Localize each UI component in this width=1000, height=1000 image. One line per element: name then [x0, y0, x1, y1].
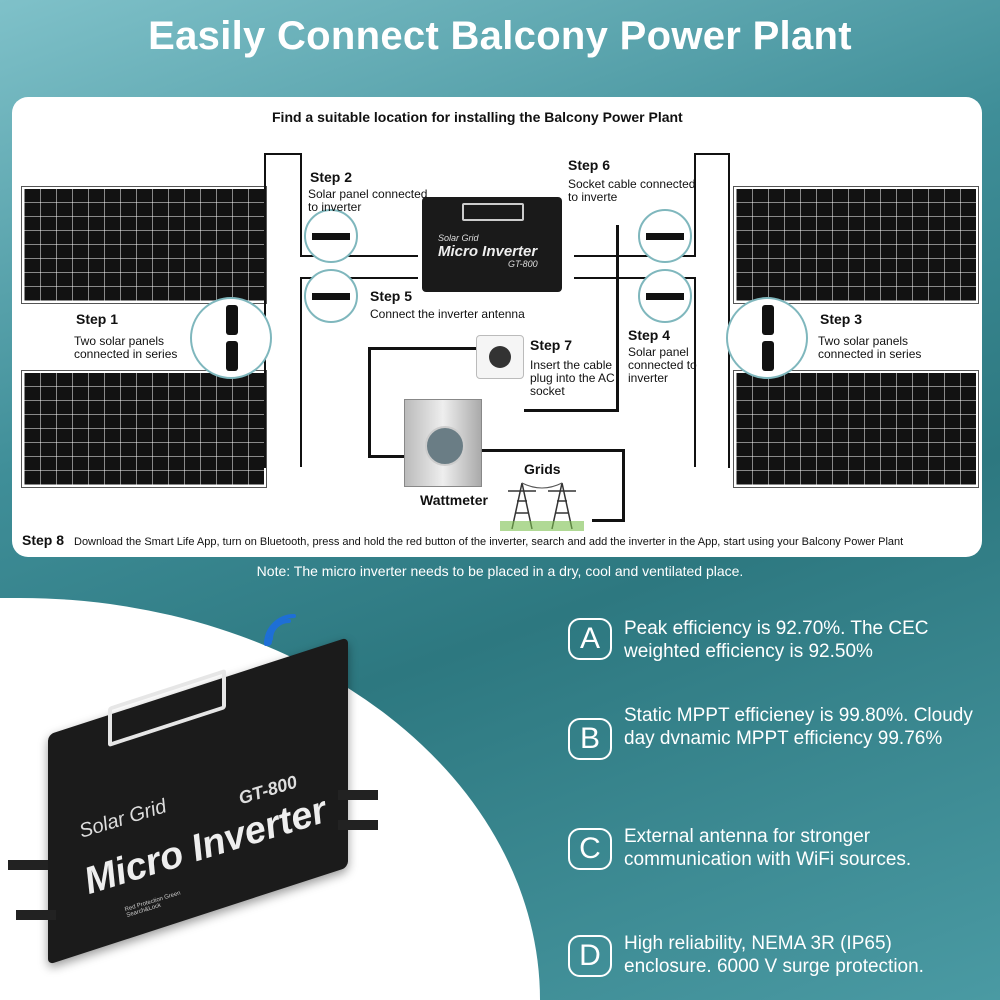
step6-text: Socket cable connected to inverte	[568, 177, 696, 204]
step3-text: Two solar panels connected in series	[818, 334, 922, 361]
wattmeter-icon	[404, 399, 482, 487]
step4-text: Solar panel connected to inverter	[628, 345, 697, 385]
step8-label: Step 8	[22, 532, 65, 548]
step6-label: Step 6	[568, 157, 611, 173]
step5-text: Connect the inverter antenna	[370, 307, 525, 321]
installation-diagram-card: Find a suitable location for installing …	[12, 97, 982, 557]
step1-label: Step 1	[76, 311, 119, 327]
left-cable	[300, 277, 418, 279]
page-title: Easily Connect Balcony Power Plant	[148, 14, 852, 58]
feature-b-text: Static MPPT efficieney is 99.80%. Cloudy…	[624, 705, 973, 749]
step2-label: Step 2	[310, 169, 353, 185]
step8-text: Download the Smart Life App, turn on Blu…	[74, 536, 904, 548]
feature-d-text: High reliability, NEMA 3R (IP65) enclosu…	[624, 933, 924, 977]
mc4-connector-left-top	[304, 209, 358, 263]
grid-cable	[622, 449, 625, 521]
inverter-model: GT-800	[508, 259, 538, 269]
feature-b-badge: B	[568, 718, 612, 760]
mc4-cable	[338, 820, 378, 830]
micro-inverter-photo: Solar Grid Micro Inverter GT-800 Red Pro…	[8, 637, 378, 985]
right-cable	[574, 255, 696, 257]
step7-label: Step 7	[530, 337, 573, 353]
feature-d-badge: D	[568, 935, 612, 977]
left-cable	[300, 153, 302, 255]
right-cable	[694, 153, 730, 155]
right-cable	[694, 277, 696, 467]
feature-a-badge: A	[568, 618, 612, 660]
right-cable	[694, 153, 696, 255]
micro-inverter-diagram: Solar Grid Micro Inverter GT-800	[422, 197, 562, 292]
wifi-icon	[264, 614, 296, 646]
ac-cable	[368, 347, 371, 457]
placement-note: Note: The micro inverter needs to be pla…	[256, 563, 744, 579]
mc4-connector-right-top	[638, 209, 692, 263]
step5-label: Step 5	[370, 288, 413, 304]
left-cable	[300, 255, 418, 257]
ac-cable	[368, 455, 418, 458]
feature-c-text: External antenna for stronger communicat…	[624, 826, 912, 870]
step1-text: Two solar panels connected in series	[74, 334, 178, 361]
ac-cable	[616, 225, 619, 410]
mc4-connector-left-bottom	[304, 269, 358, 323]
wattmeter-label: Wattmeter	[420, 492, 488, 508]
solar-panel-left-bottom	[21, 370, 267, 488]
feature-c-badge: C	[568, 828, 612, 870]
mc4-cable	[16, 910, 56, 920]
right-cable	[574, 277, 696, 279]
solar-panel-left-top	[21, 186, 267, 304]
inverter-name: Micro Inverter	[438, 243, 538, 260]
solar-panel-right-top	[733, 186, 979, 304]
ac-socket-icon	[476, 335, 524, 379]
series-connector-right	[726, 297, 808, 379]
series-connector-left	[190, 297, 272, 379]
power-grid-icon	[500, 482, 584, 531]
diagram-heading: Find a suitable location for installing …	[272, 109, 683, 125]
right-cable	[728, 153, 730, 468]
ac-cable	[524, 409, 619, 412]
left-cable	[264, 153, 300, 155]
solar-panel-right-bottom	[733, 370, 979, 488]
step2-text: Solar panel connected to inverter	[308, 187, 428, 214]
mc4-cable	[338, 790, 378, 800]
inverter-brand: Solar Grid	[438, 233, 479, 243]
step3-label: Step 3	[820, 311, 863, 327]
feature-a-text: Peak efficiency is 92.70%. The CEC weigh…	[624, 618, 929, 662]
step7-text: Insert the cable plug into the AC socket	[530, 358, 615, 398]
grids-label: Grids	[524, 461, 561, 477]
mc4-cable	[8, 860, 48, 870]
left-cable	[264, 153, 266, 468]
ac-cable	[368, 347, 488, 350]
mc4-connector-right-bottom	[638, 269, 692, 323]
grid-cable	[482, 449, 624, 452]
left-cable	[300, 277, 302, 467]
step4-label: Step 4	[628, 327, 671, 343]
inverter-handle	[462, 203, 524, 221]
grid-cable	[592, 519, 625, 522]
